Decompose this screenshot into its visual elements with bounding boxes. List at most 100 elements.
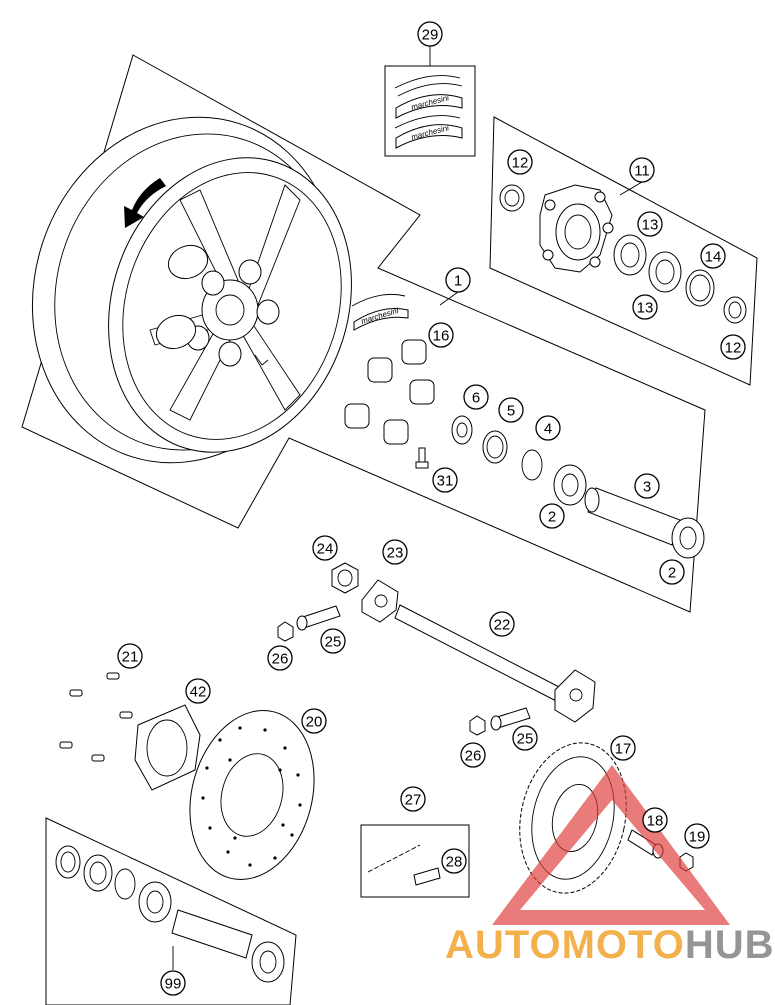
callout-circle: [632, 294, 658, 320]
watermark-middle: MOTO: [562, 923, 685, 967]
callout-circle: [642, 807, 668, 833]
callout-circle: [428, 322, 454, 348]
callout-42: 42: [185, 678, 211, 704]
callout-circle: [489, 611, 515, 637]
callout-number: 23: [387, 545, 404, 562]
callout-number: 42: [190, 684, 207, 701]
callout-22: 22: [489, 611, 515, 637]
valve-31: [415, 447, 429, 469]
axle-22: [394, 604, 566, 704]
chain-adjuster-23: [361, 579, 399, 623]
hub-seal: [685, 269, 715, 307]
sprocket-carrier: [539, 184, 614, 273]
bolt-25-lower: [490, 707, 531, 731]
callout-28: 28: [441, 848, 467, 874]
callout-number: 13: [642, 217, 659, 234]
callout-circle: [445, 267, 471, 293]
callout-circle: [185, 678, 211, 704]
callout-26: 26: [460, 742, 486, 768]
callout-circle: [320, 628, 346, 654]
callout-number: 22: [494, 617, 511, 634]
abs-ring-42: [134, 704, 201, 791]
callout-number: 6: [472, 390, 480, 407]
callout-number: 12: [725, 340, 742, 357]
callout-number: 14: [705, 249, 722, 266]
callout-circle: [512, 725, 538, 751]
axle-nut-24: [331, 562, 359, 594]
callout-circle: [535, 415, 561, 441]
callout-number: 27: [405, 792, 422, 809]
callout-number: 31: [437, 473, 454, 490]
callout-27: 27: [400, 786, 426, 812]
callout-31: 31: [432, 467, 458, 493]
callout-11: 11: [629, 157, 655, 183]
callout-circle: [539, 503, 565, 529]
callout-circle: [441, 848, 467, 874]
watermark-suffix: HUB: [685, 923, 775, 967]
callout-number: 1: [454, 273, 462, 290]
callout-number: 17: [615, 741, 632, 758]
callout-1: 1: [445, 267, 471, 293]
callout-5: 5: [498, 397, 524, 423]
bearing-kit-99: [55, 845, 285, 983]
callout-circle: [629, 157, 655, 183]
callout-number: 2: [668, 565, 676, 582]
circlip-4: [521, 449, 543, 481]
callout-14: 14: [700, 243, 726, 269]
callout-circle: [301, 708, 327, 734]
callout-circle: [460, 742, 486, 768]
callout-number: 21: [122, 649, 139, 666]
callout-12: 12: [720, 334, 746, 360]
callout-4: 4: [535, 415, 561, 441]
callout-25: 25: [320, 628, 346, 654]
callout-circle: [610, 735, 636, 761]
chain-27: [367, 844, 441, 886]
callout-circle: [463, 384, 489, 410]
callout-number: 26: [465, 748, 482, 765]
callout-circle: [637, 211, 663, 237]
screws-21: [59, 672, 133, 762]
callout-2: 2: [659, 559, 685, 585]
callout-2: 2: [539, 503, 565, 529]
callout-number: 5: [507, 403, 515, 420]
callout-24: 24: [312, 535, 338, 561]
seal-5: [482, 430, 508, 464]
callout-13: 13: [632, 294, 658, 320]
callout-circle: [382, 539, 408, 565]
callout-number: 24: [317, 541, 334, 558]
hub-bearing-2: [648, 251, 682, 293]
chain-adjuster-right: [554, 669, 596, 723]
callout-circle: [684, 823, 710, 849]
callout-number: 12: [512, 155, 529, 172]
rotation-arrow-icon: [124, 178, 166, 228]
callout-number: 16: [433, 328, 450, 345]
callout-17: 17: [610, 735, 636, 761]
callout-25: 25: [512, 725, 538, 751]
callout-circle: [417, 21, 443, 47]
callout-number: 26: [272, 651, 289, 668]
cush-drive-dampers: [344, 339, 435, 445]
callout-3: 3: [634, 473, 660, 499]
callout-6: 6: [463, 384, 489, 410]
nut-26-lower: [469, 715, 486, 736]
callout-circle: [634, 473, 660, 499]
brake-disc-20: [189, 709, 315, 881]
callout-circle: [659, 559, 685, 585]
callout-circle: [432, 467, 458, 493]
callout-number: 99: [165, 976, 182, 993]
callout-20: 20: [301, 708, 327, 734]
hub-bushing-right: [723, 296, 747, 324]
spacer-6: [451, 415, 473, 445]
callout-29: 29: [417, 21, 443, 47]
callout-number: 2: [548, 509, 556, 526]
watermark-logo: AUTOMOTOHUB: [445, 765, 775, 967]
callout-26: 26: [267, 645, 293, 671]
callout-number: 3: [643, 479, 651, 496]
callout-16: 16: [428, 322, 454, 348]
leader-lines: [172, 46, 643, 970]
callout-circle: [720, 334, 746, 360]
callout-number: 25: [517, 731, 534, 748]
bolt-25-upper: [296, 605, 341, 631]
